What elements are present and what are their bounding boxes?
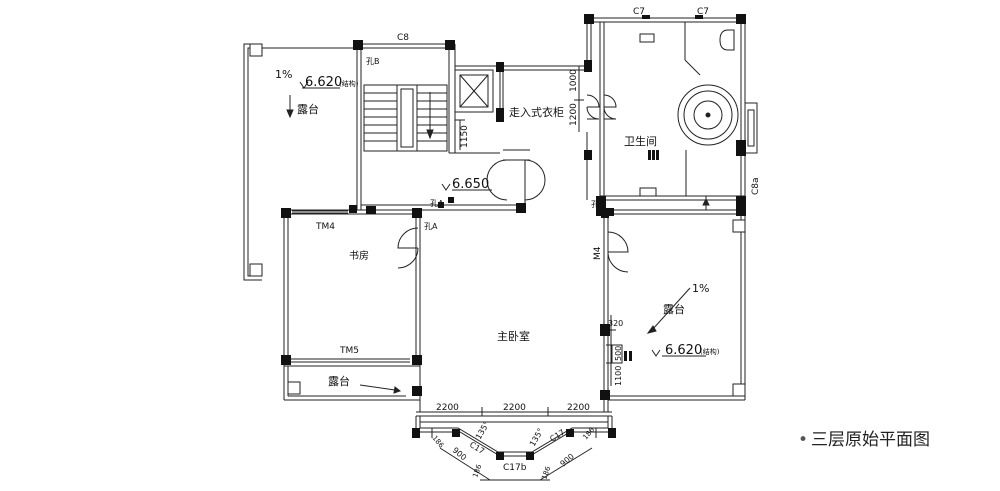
study-window-tm4 — [292, 210, 348, 214]
dim-1000: 1000 — [569, 69, 579, 92]
balcony-e-outline — [608, 214, 746, 401]
dim-1150: 1150 — [460, 125, 470, 148]
dim-186-left: 186 — [471, 463, 483, 479]
toilet-icon — [719, 29, 735, 51]
balcony-sw-outline — [283, 362, 420, 401]
column-nw-b — [249, 263, 263, 277]
shaft-tag-a-study: 孔A — [424, 222, 438, 231]
column-nw-a — [249, 43, 263, 57]
bullet-icon: • — [798, 430, 809, 450]
level-value-hall: 6.650 — [452, 177, 489, 192]
dimension-lines — [420, 66, 616, 481]
hall-walls — [486, 65, 587, 210]
room-label-master-bedroom: 主卧室 — [497, 329, 530, 343]
elevator-shaft — [454, 65, 500, 113]
window-tag-c17b: C17b — [503, 463, 527, 473]
stair-block-outline — [356, 43, 525, 211]
room-label-walk-in-closet: 走入式衣柜 — [509, 105, 564, 119]
room-label-balcony-nw: 露台 — [297, 102, 319, 116]
dim-2200-1: 2200 — [436, 403, 459, 413]
dim-2200-3: 2200 — [567, 403, 590, 413]
dim-500: 500 — [614, 346, 623, 361]
slope-label-east: 1% — [692, 282, 709, 295]
slope-label-nw: 1% — [275, 68, 292, 81]
dim-320: 320 — [608, 319, 623, 328]
shaft-tag-b: 孔B — [366, 57, 380, 66]
dim-900-left: 900 — [451, 446, 468, 463]
closet-door-leaves — [586, 94, 617, 120]
dim-900-right: 900 — [559, 452, 576, 469]
room-label-balcony-e: 露台 — [663, 302, 685, 316]
window-tag-c8: C8 — [397, 33, 409, 43]
dim-186-far-left: 186 — [430, 434, 445, 450]
study-window-tm5 — [284, 358, 420, 367]
door-tag-m4: M4 — [593, 246, 603, 260]
dim-1100: 1100 — [614, 366, 623, 386]
door-tag-tm4: TM4 — [315, 222, 335, 232]
dim-angle-left: 135° — [474, 420, 491, 441]
dim-angle-right: 135° — [528, 427, 545, 448]
shaft-tag-a-hall: 孔A — [430, 199, 444, 208]
level-value-east: 6.620 — [665, 343, 702, 358]
east-wall — [603, 214, 629, 412]
structural-columns — [281, 14, 746, 460]
window-tag-c7-left: C7 — [633, 7, 645, 17]
room-label-bathroom: 卫生间 — [624, 134, 657, 148]
level-value-nw: 6.620 — [305, 75, 342, 90]
shaft-tag-a-bath: 孔A — [591, 200, 605, 209]
dim-1200: 1200 — [569, 103, 579, 126]
study-walls — [283, 209, 421, 412]
level-note-nw: (结构) — [339, 79, 359, 88]
bathroom-fixtures — [639, 29, 758, 210]
dim-2200-2: 2200 — [503, 403, 526, 413]
room-label-study: 书房 — [349, 249, 369, 262]
window-tag-c8a: C8a — [751, 177, 761, 195]
window-tag-c17-right: C17 — [548, 428, 566, 444]
stair-steps — [363, 84, 448, 152]
room-label-balcony-sw: 露台 — [328, 374, 350, 388]
window-tag-c17-left: C17 — [468, 440, 486, 456]
door-tag-tm5: TM5 — [339, 346, 359, 356]
level-note-east: (结构) — [700, 347, 720, 356]
window-tag-c7-right: C7 — [697, 7, 709, 17]
caption-text: 三层原始平面图 — [811, 430, 931, 450]
drawing-caption: •三层原始平面图 — [798, 425, 930, 450]
